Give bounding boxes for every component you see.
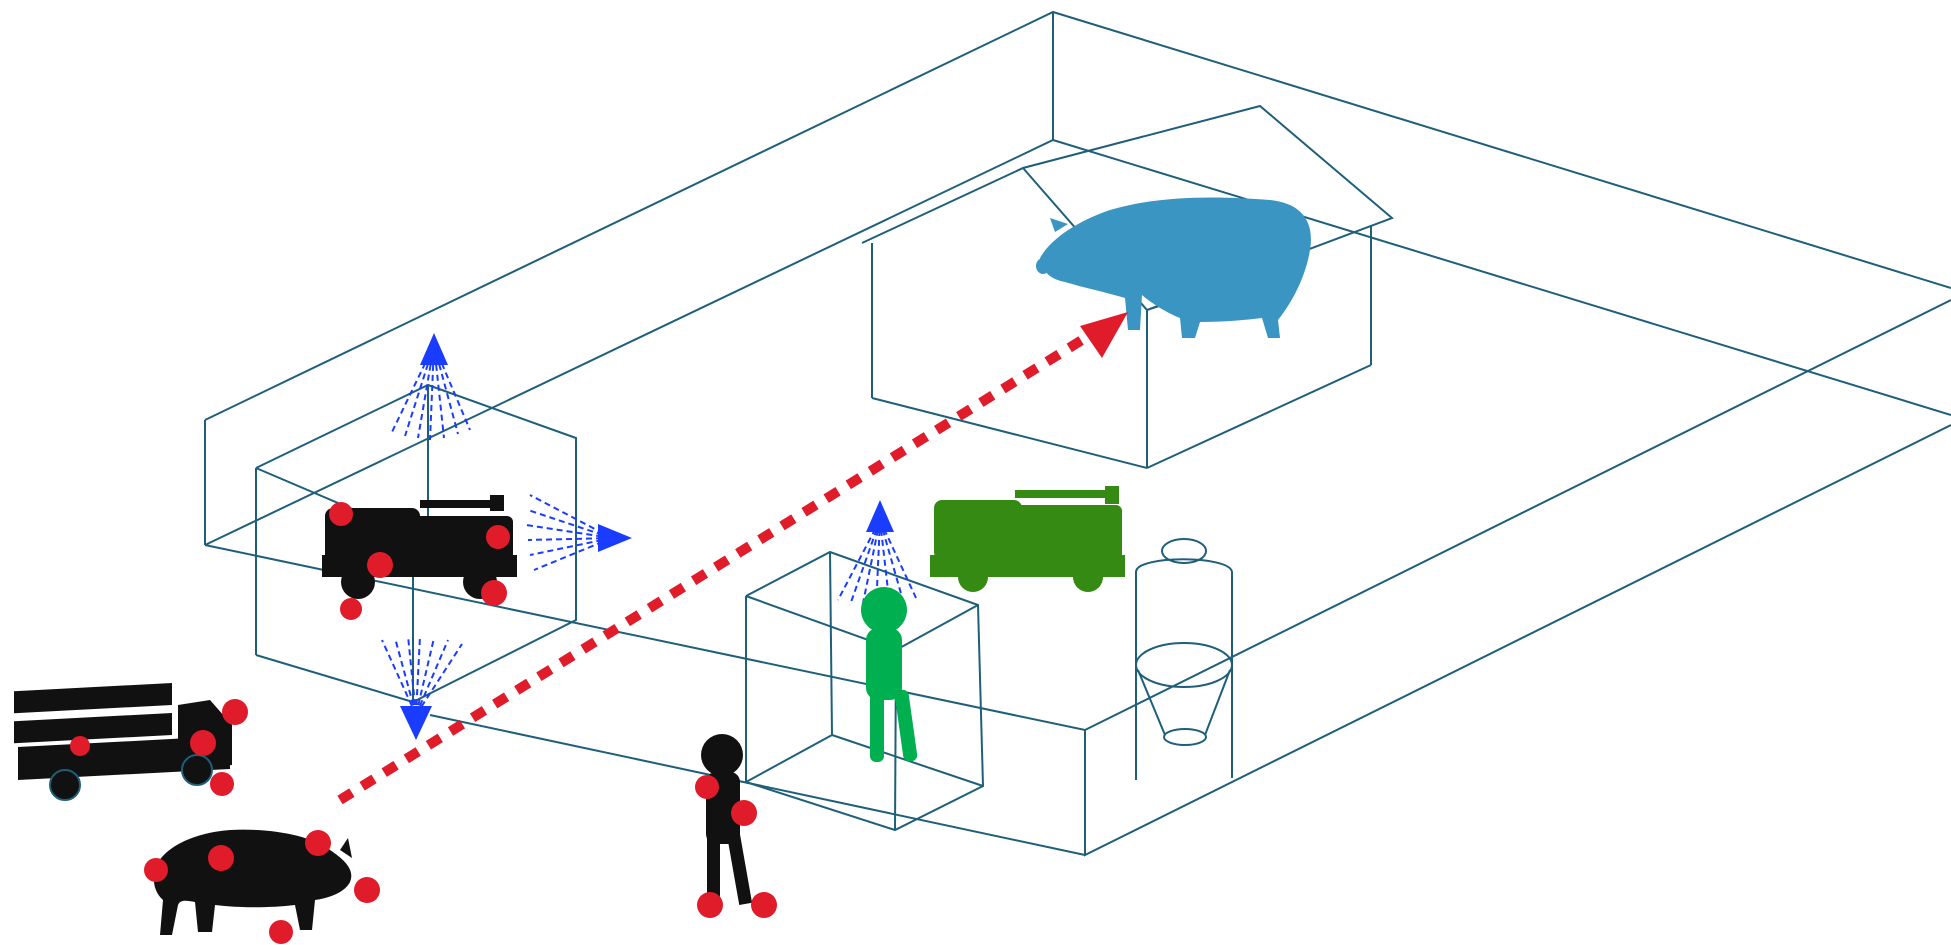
- clean-person-icon: [861, 587, 918, 762]
- clean-pig-icon: [1036, 197, 1311, 338]
- contaminated-truck-icon: [14, 682, 248, 801]
- transmission-arrow: [337, 312, 1128, 805]
- pig-barn-icon: [861, 104, 1394, 469]
- spray-top: [391, 333, 471, 441]
- spray-nozzle-icon: [381, 333, 632, 740]
- spray-bottom: [381, 635, 463, 740]
- contaminated-feed-truck-icon: [322, 495, 517, 599]
- contaminated-pig-icon: [144, 829, 380, 944]
- farm-perimeter: [204, 10, 1951, 857]
- spray-right: [525, 494, 632, 571]
- clean-feed-truck-icon: [930, 486, 1125, 592]
- contaminated-person-icon: [695, 734, 777, 918]
- contamination-dots-feed-truck: [329, 502, 510, 620]
- feed-silo-icon: [1135, 538, 1233, 780]
